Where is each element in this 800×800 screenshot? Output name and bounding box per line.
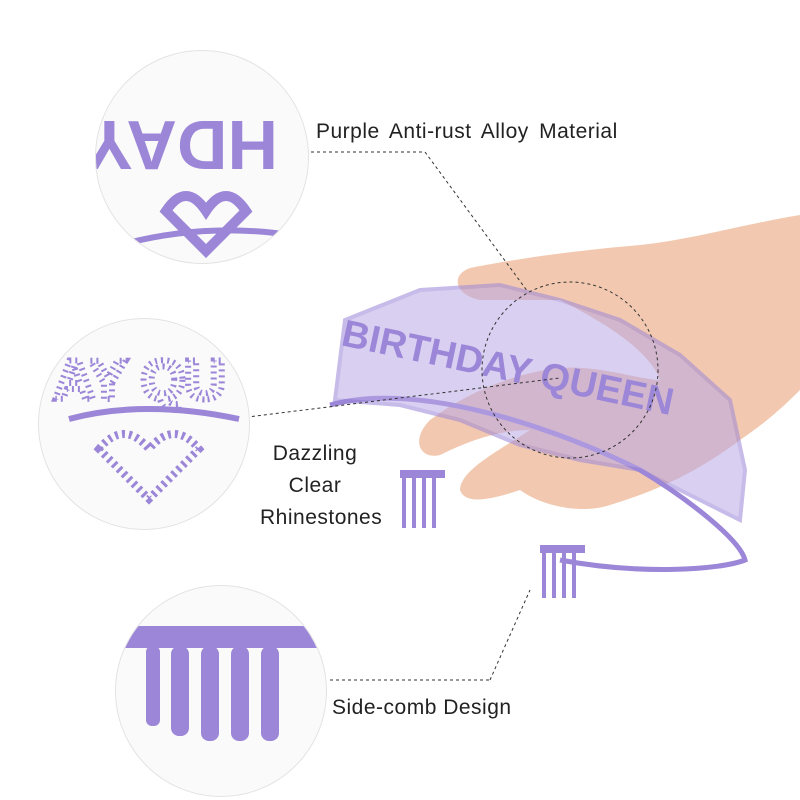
side-comb-left bbox=[400, 470, 445, 528]
detail-circle-rhinestones: AY QU bbox=[38, 318, 250, 530]
detail-circle-alloy: HDAY bbox=[95, 50, 309, 264]
svg-text:HDAY: HDAY bbox=[96, 106, 278, 184]
label-side-comb: Side-comb Design bbox=[332, 696, 512, 719]
tiara-crown bbox=[332, 282, 748, 524]
label-rhinestones-line2: Clear bbox=[288, 474, 342, 497]
svg-text:AY QU: AY QU bbox=[54, 348, 225, 411]
label-rhinestones-line3: Rhinestones bbox=[260, 506, 383, 529]
side-comb-right bbox=[540, 545, 585, 598]
detail-circle-comb bbox=[115, 585, 327, 797]
label-alloy-material: Purple Anti-rust Alloy Material bbox=[316, 120, 618, 143]
label-rhinestones-line1: Dazzling bbox=[272, 442, 358, 465]
label-rhinestones: Dazzling Clear Rhinestones bbox=[260, 438, 383, 534]
callout-lines bbox=[239, 151, 659, 681]
